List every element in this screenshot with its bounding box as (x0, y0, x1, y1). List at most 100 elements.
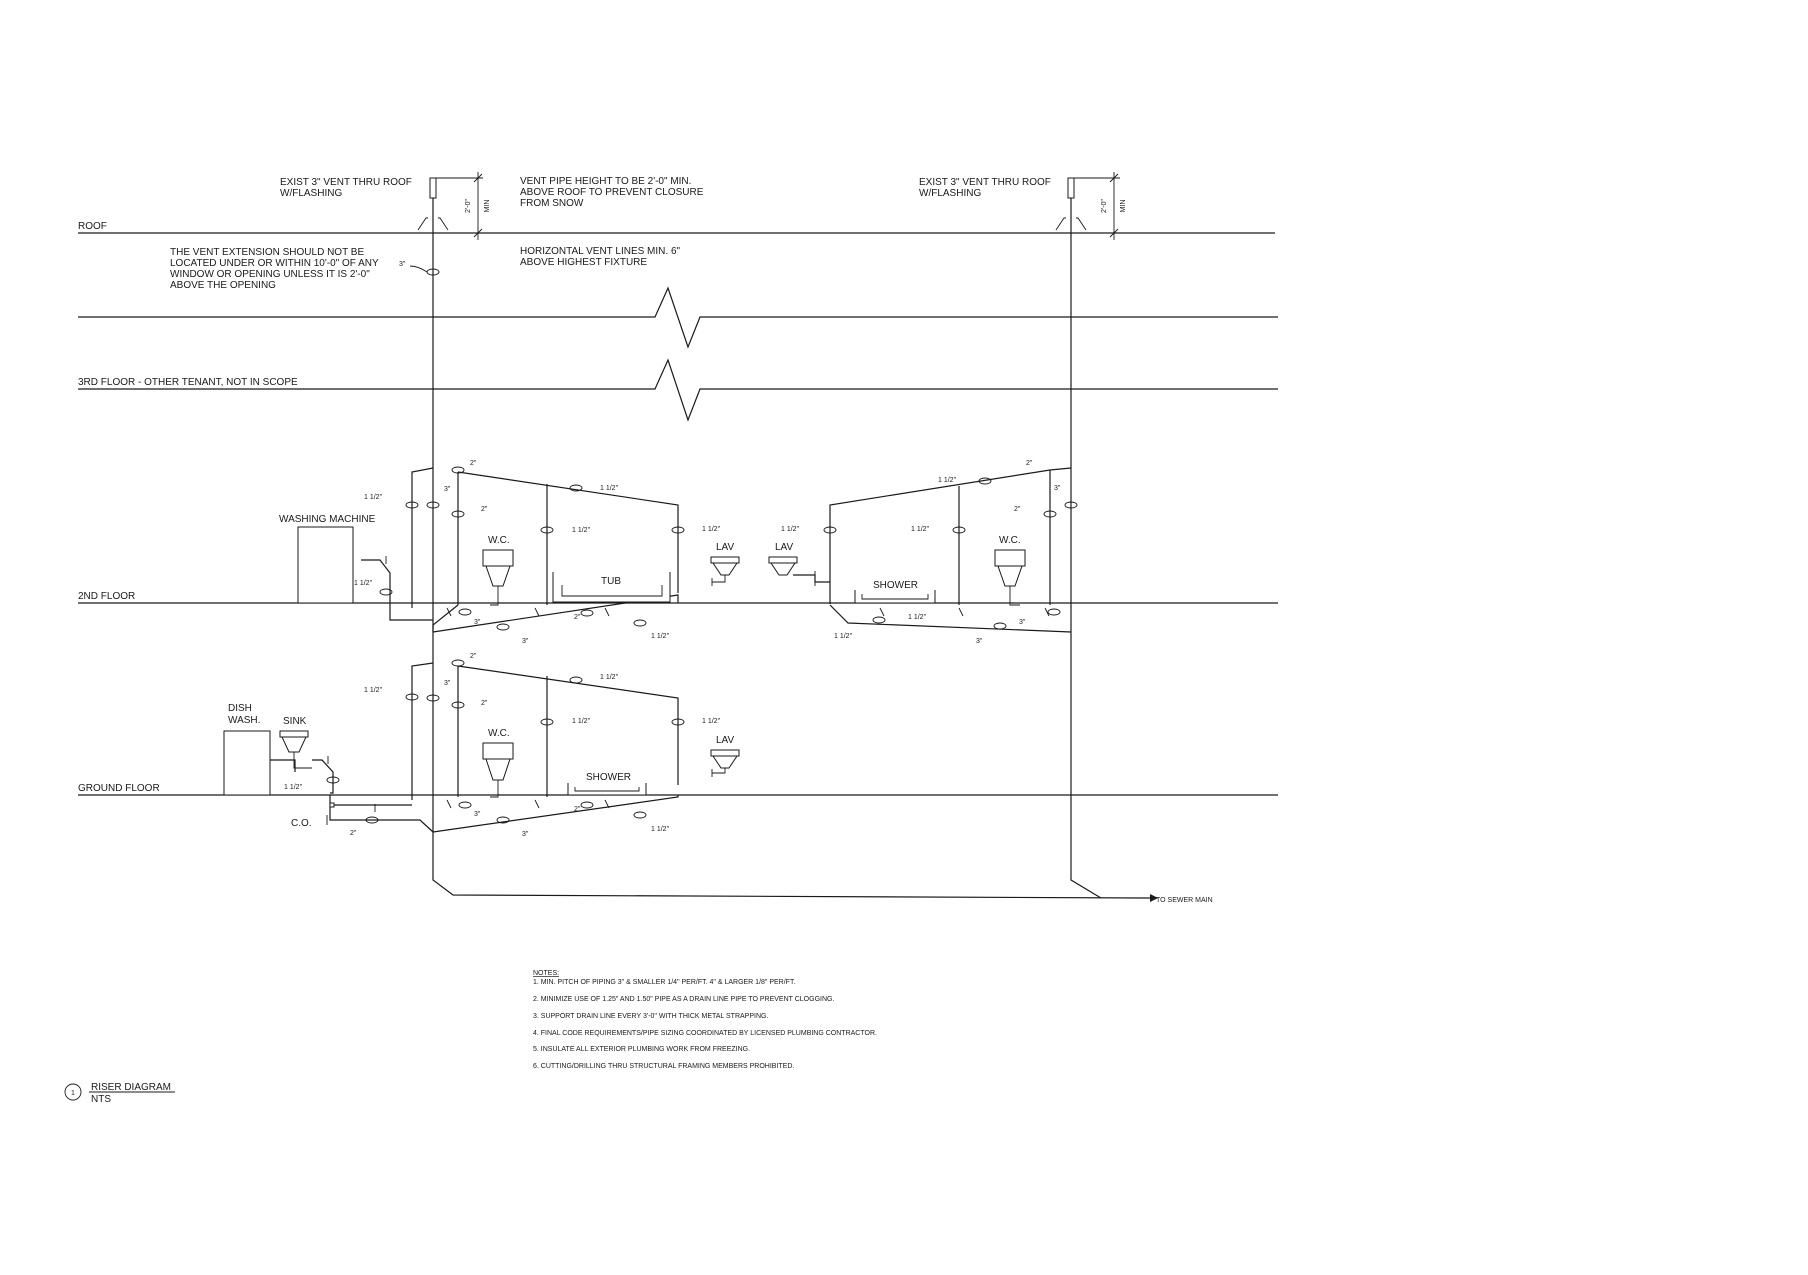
min-left: MIN (484, 200, 491, 213)
cleanout-icon (329, 802, 335, 808)
wc-label: W.C. (488, 535, 510, 546)
vent-cap-icon (429, 177, 437, 199)
shower-icon (567, 783, 647, 796)
pipe-size-label: 1 1/2" (364, 494, 383, 501)
pipe-size-label: 2" (481, 506, 488, 513)
vent-stack-right (1055, 172, 1120, 858)
pipe-size-label: 3" (444, 486, 451, 493)
arrow-icon (1150, 894, 1158, 902)
shower-label: SHOWER (586, 772, 631, 783)
washing-machine-icon (297, 526, 354, 604)
second-floor-right-piping (793, 467, 1078, 633)
roof-break-line (78, 286, 1278, 349)
svg-text:WINDOW OR OPENING UNLESS IT IS: WINDOW OR OPENING UNLESS IT IS 2'-0" (170, 269, 370, 280)
sewer-main-label: TO SEWER MAIN (1156, 897, 1213, 904)
svg-text:LOCATED UNDER OR WITHIN 10'-0": LOCATED UNDER OR WITHIN 10'-0" OF ANY (170, 258, 379, 269)
lavatory-icon (710, 556, 740, 586)
note-item: 3. SUPPORT DRAIN LINE EVERY 3'-0" WITH T… (533, 1013, 768, 1020)
wc-label: W.C. (488, 728, 510, 739)
pipe-size-label: 3" (474, 619, 481, 626)
roof-label: ROOF (78, 221, 107, 232)
vent-stack-left (417, 172, 483, 858)
wc-label: W.C. (999, 535, 1021, 546)
pipe-size-label: 1 1/2" (284, 784, 303, 791)
tub-label: TUB (601, 576, 621, 587)
lavatory-icon (768, 556, 798, 576)
min-right: MIN (1120, 200, 1127, 213)
pipe-size-label: 1 1/2" (354, 580, 373, 587)
note-item: 1. MIN. PITCH OF PIPING 3" & SMALLER 1/4… (533, 979, 795, 986)
pipe-size-label: 1 1/2" (600, 674, 619, 681)
note-item: 4. FINAL CODE REQUIREMENTS/PIPE SIZING C… (533, 1030, 877, 1037)
note-vent-height: VENT PIPE HEIGHT TO BE 2'-0" MIN. ABOVE … (520, 176, 704, 209)
lavatory-icon (710, 749, 740, 777)
pipe-size-label: 2" (481, 700, 488, 707)
pipe-size-label: 3" (444, 680, 451, 687)
sink-label: SINK (283, 716, 307, 727)
pipe-size-label: 3" (976, 638, 983, 645)
wash-label: WASH. (228, 715, 260, 726)
bathtub-icon (552, 572, 671, 603)
pipe-size-label: 1 1/2" (911, 526, 930, 533)
detail-number-circle (64, 1083, 82, 1101)
dim-left: 2'-0" (465, 199, 472, 213)
vent-cap-icon (1067, 177, 1075, 199)
pipe-size-label: 1 1/2" (572, 718, 591, 725)
pipe-size-label: 2" (574, 614, 581, 621)
svg-text:EXIST 3" VENT THRU ROOF: EXIST 3" VENT THRU ROOF (919, 177, 1051, 188)
lav-label: LAV (775, 542, 793, 553)
lav-label: LAV (716, 735, 734, 746)
note-exist-vent-left: EXIST 3" VENT THRU ROOF W/FLASHING (280, 177, 412, 199)
detail-number: 1 (71, 1090, 75, 1097)
svg-text:FROM SNOW: FROM SNOW (520, 198, 584, 209)
pipe-size-label: 1 1/2" (938, 477, 957, 484)
dish-label: DISH (228, 703, 252, 714)
general-notes: NOTES: 1. MIN. PITCH OF PIPING 3" & SMAL… (533, 970, 877, 1070)
ground-floor-piping (270, 659, 685, 833)
shower-label: SHOWER (873, 580, 918, 591)
pipe-size-label: 3" (522, 831, 529, 838)
svg-text:HORIZONTAL VENT LINES MIN. 6": HORIZONTAL VENT LINES MIN. 6" (520, 246, 681, 257)
notes-heading: NOTES: (533, 970, 559, 977)
dim-right: 2'-0" (1101, 199, 1108, 213)
pipe-size-label: 2" (470, 460, 477, 467)
svg-text:ABOVE ROOF TO PREVENT CLOSURE: ABOVE ROOF TO PREVENT CLOSURE (520, 187, 704, 198)
second-floor-left-piping (361, 466, 685, 633)
pipe-size-label: 1 1/2" (834, 633, 853, 640)
svg-text:THE VENT EXTENSION SHOULD NOT: THE VENT EXTENSION SHOULD NOT BE (170, 247, 364, 258)
pipe-size-label: 2" (574, 806, 581, 813)
note-item: 5. INSULATE ALL EXTERIOR PLUMBING WORK F… (533, 1046, 750, 1053)
sink-icon (279, 730, 312, 769)
shower-icon (854, 590, 936, 604)
ground-floor-label: GROUND FLOOR (78, 783, 160, 794)
note-horizontal-vent: HORIZONTAL VENT LINES MIN. 6" ABOVE HIGH… (520, 246, 681, 268)
third-floor-line (78, 358, 1278, 422)
pipe-size-label: 1 1/2" (651, 826, 670, 833)
toilet-icon (482, 742, 514, 798)
svg-text:W/FLASHING: W/FLASHING (919, 188, 981, 199)
second-floor-label: 2ND FLOOR (78, 591, 135, 602)
pipe-size-label: 3" (474, 811, 481, 818)
note-vent-extension: THE VENT EXTENSION SHOULD NOT BE LOCATED… (170, 247, 379, 291)
pipe-size-label: 1 1/2" (781, 526, 800, 533)
pipe-size-label: 2" (1014, 506, 1021, 513)
pipe-size-label: 3" (1019, 619, 1026, 626)
scale: NTS (91, 1094, 111, 1105)
svg-text:ABOVE THE OPENING: ABOVE THE OPENING (170, 280, 276, 291)
pipe-size-label: 1 1/2" (572, 527, 591, 534)
sewer-main (432, 858, 1158, 902)
washing-machine-label: WASHING MACHINE (279, 514, 376, 525)
pipe-size-label: 1 1/2" (702, 526, 721, 533)
pipe-size-label: 1 1/2" (364, 687, 383, 694)
pipe-size-label: 3" (399, 261, 406, 268)
pipe-size-label: 2" (350, 830, 357, 837)
dishwasher-icon (223, 730, 271, 796)
cleanout-label: C.O. (291, 818, 312, 829)
lav-label: LAV (716, 542, 734, 553)
pipe-size-label: 1 1/2" (908, 614, 927, 621)
note-item: 2. MINIMIZE USE OF 1.25" AND 1.50" PIPE … (533, 996, 834, 1003)
svg-text:EXIST 3" VENT THRU ROOF: EXIST 3" VENT THRU ROOF (280, 177, 412, 188)
pipe-size-label: 2" (1026, 460, 1033, 467)
third-floor-label: 3RD FLOOR - OTHER TENANT, NOT IN SCOPE (78, 377, 298, 388)
pipe-size-label: 1 1/2" (600, 485, 619, 492)
